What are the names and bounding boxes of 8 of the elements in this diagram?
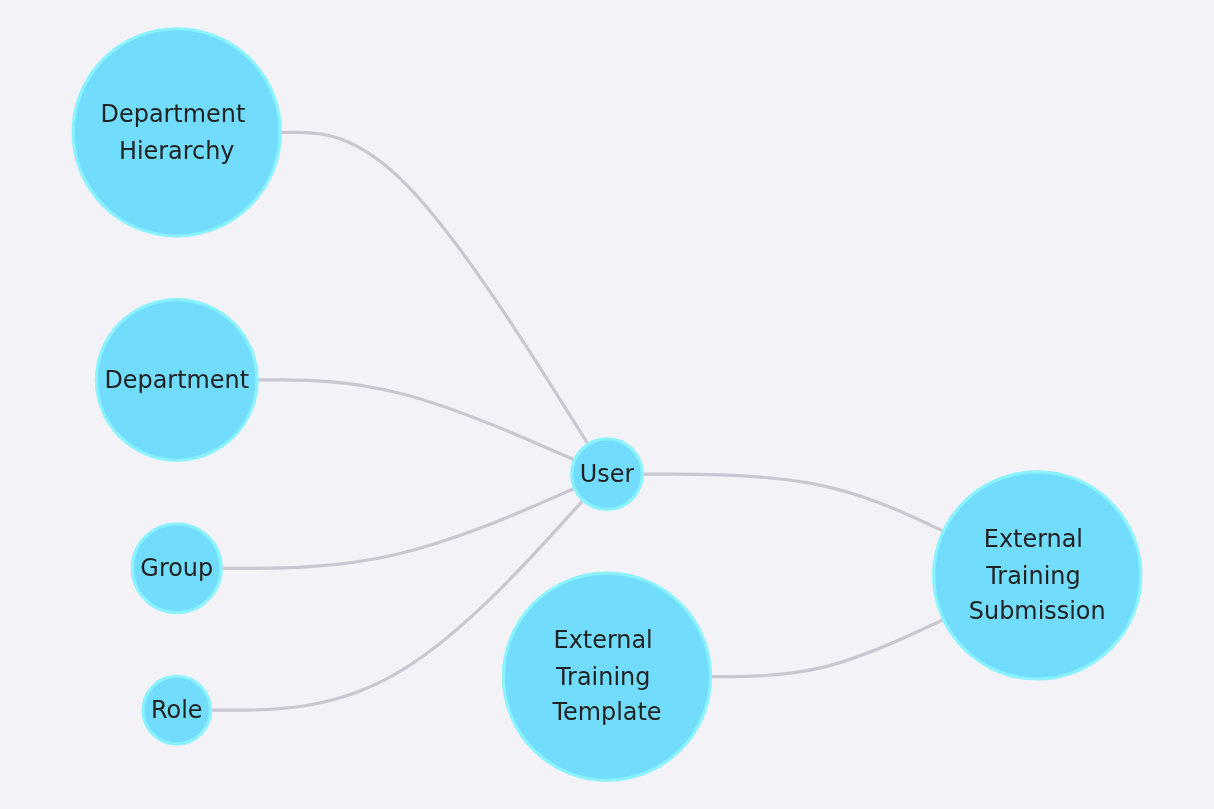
node-circle: User [570, 437, 644, 511]
node-circle: Department Hierarchy [71, 27, 282, 238]
connector [221, 486, 576, 570]
node-circle: External Training Submission [932, 470, 1143, 681]
node-circle: Group [130, 522, 223, 615]
node-circle: Role [141, 674, 213, 746]
node-circle: External Training Template [501, 571, 713, 782]
node-circle: Department [94, 298, 259, 462]
